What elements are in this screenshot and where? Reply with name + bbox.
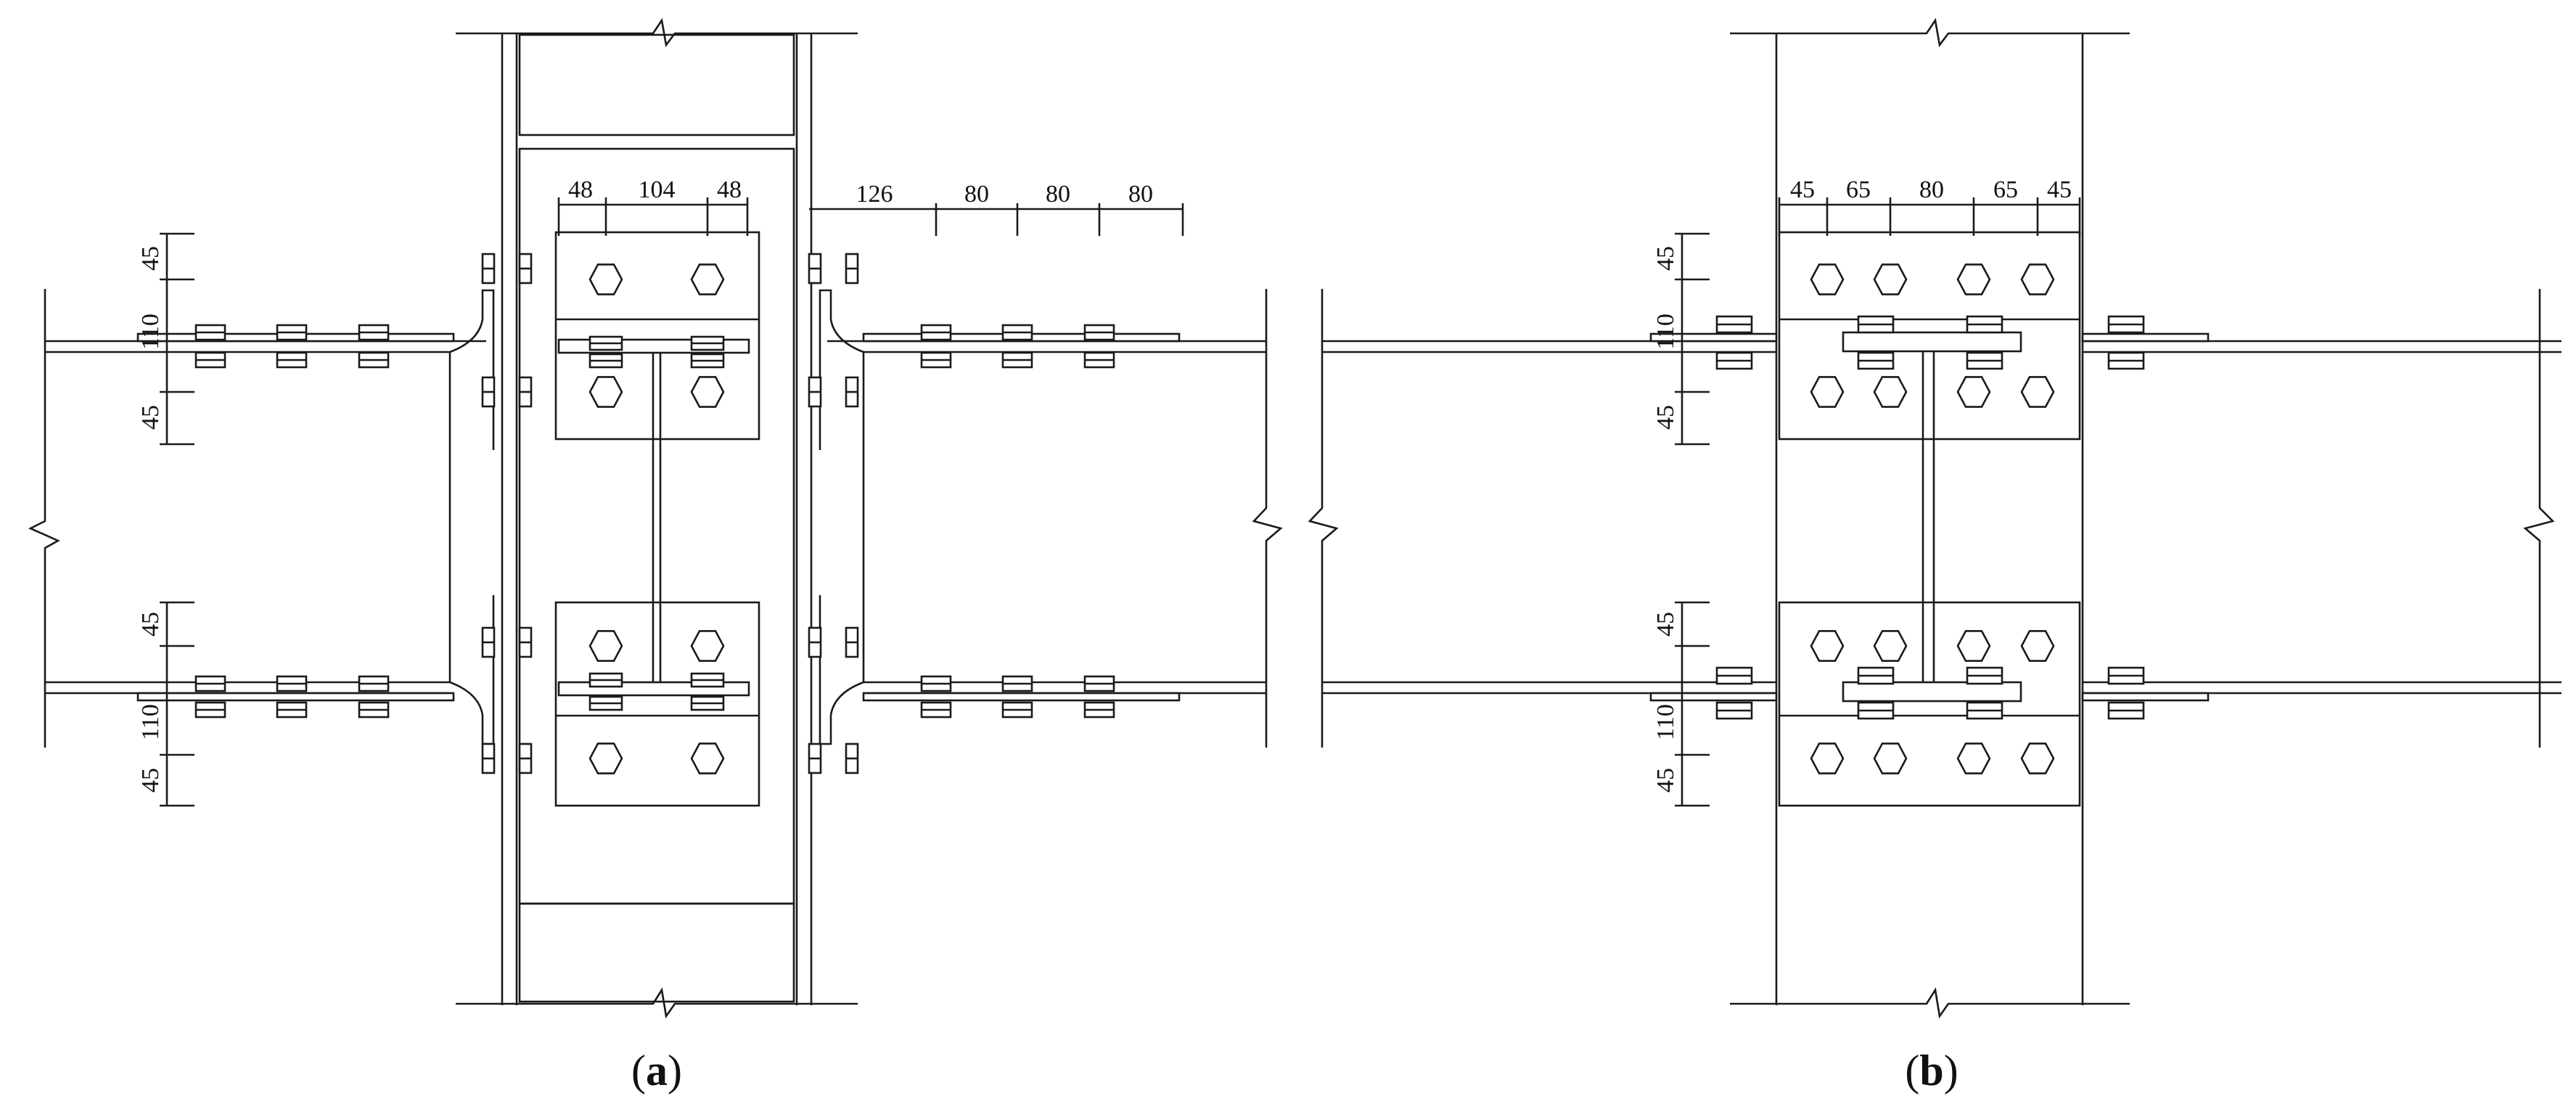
dim-b-left-4: 45	[1652, 612, 1679, 637]
dim-b-top-2: 65	[1846, 176, 1871, 203]
bolt-head-icon	[1873, 376, 1908, 408]
bolt-head-icon	[690, 376, 725, 408]
bolt-head-icon	[2020, 630, 2055, 662]
panel-a-drawing: 48 104 48 126 80 80 80 110 45 45	[28, 17, 1283, 1095]
bolt-head-icon	[588, 742, 623, 774]
bolt-head-icon	[588, 376, 623, 408]
panel-b-caption: (b)	[1905, 1047, 1958, 1095]
panel-a-right-dimension: 126 80 80 80	[809, 181, 1184, 236]
column-b-bottom-break	[1730, 987, 2130, 1019]
beam-b-right	[2081, 289, 2561, 748]
beam-a-left	[28, 289, 495, 748]
panel-a-bolts	[194, 253, 1115, 774]
column-a-bottom-cell	[518, 902, 795, 1003]
bolt-head-icon	[1810, 376, 1845, 408]
dim-a-left-5: 45	[137, 768, 164, 793]
dim-a-top-1: 48	[568, 176, 593, 203]
beam-b-left	[1308, 289, 1778, 748]
bolt-head-icon	[1956, 263, 1991, 295]
dim-b-left-1: 110	[1652, 314, 1679, 350]
dim-b-top-3: 80	[1919, 176, 1944, 203]
panel-b-drawing: 45 65 80 65 45 110 45 45 45 45 110 (b)	[1308, 17, 2561, 1095]
bolt-head-icon	[2020, 376, 2055, 408]
column-b-top-break	[1730, 17, 2130, 48]
dim-a-right-1: 126	[856, 181, 893, 208]
dim-a-top-2: 104	[639, 176, 676, 203]
panel-b-left-dimension: 110 45 45 45 45 110	[1652, 232, 1710, 807]
dim-a-right-4: 80	[1128, 181, 1153, 208]
bolt-head-icon	[690, 630, 725, 662]
panel-a-caption: (a)	[631, 1047, 682, 1095]
dim-a-top-3: 48	[717, 176, 742, 203]
column-a-bottom-break	[456, 987, 858, 1019]
bolt-head-icon	[588, 263, 623, 295]
bolt-head-icon	[1810, 263, 1845, 295]
column-a-top-cell	[518, 33, 795, 136]
panel-a-top-dimension: 48 104 48	[557, 176, 749, 236]
dim-a-left-6: 110	[137, 704, 164, 740]
bolt-head-icon	[1810, 630, 1845, 662]
bolt-head-icon	[1956, 376, 1991, 408]
column-b-inner-section	[1778, 231, 2081, 807]
bolt-head-icon	[690, 742, 725, 774]
dim-b-left-3: 45	[1652, 405, 1679, 430]
bolt-head-icon	[2020, 263, 2055, 295]
panel-b-bolts	[1715, 263, 2145, 774]
dim-a-right-3: 80	[1046, 181, 1070, 208]
bolt-head-icon	[1873, 742, 1908, 774]
dim-a-left-4: 45	[137, 612, 164, 637]
bolt-head-icon	[2020, 742, 2055, 774]
bolt-head-icon	[1873, 630, 1908, 662]
dim-b-top-4: 65	[1993, 176, 2018, 203]
bolt-head-icon	[690, 263, 725, 295]
beam-a-right	[819, 289, 1283, 748]
panel-b-top-dimension: 45 65 80 65 45	[1778, 176, 2081, 236]
dim-a-left-1: 110	[137, 314, 164, 350]
dim-a-right-2: 80	[964, 181, 989, 208]
bolt-head-icon	[588, 630, 623, 662]
bolt-head-icon	[1810, 742, 1845, 774]
bolt-head-icon	[1956, 630, 1991, 662]
column-a-top-break	[456, 17, 858, 48]
dim-b-left-6: 110	[1652, 704, 1679, 740]
panel-a-left-dimension: 110 45 45 45 45 110	[137, 232, 194, 807]
column-a-inner-section	[554, 231, 760, 807]
dim-b-left-2: 45	[1652, 246, 1679, 271]
dim-b-top-1: 45	[1790, 176, 1815, 203]
dim-b-left-5: 45	[1652, 768, 1679, 793]
dim-a-left-3: 45	[137, 405, 164, 430]
dim-a-left-2: 45	[137, 246, 164, 271]
bolt-head-icon	[1956, 742, 1991, 774]
dim-b-top-5: 45	[2047, 176, 2072, 203]
bolt-head-icon	[1873, 263, 1908, 295]
